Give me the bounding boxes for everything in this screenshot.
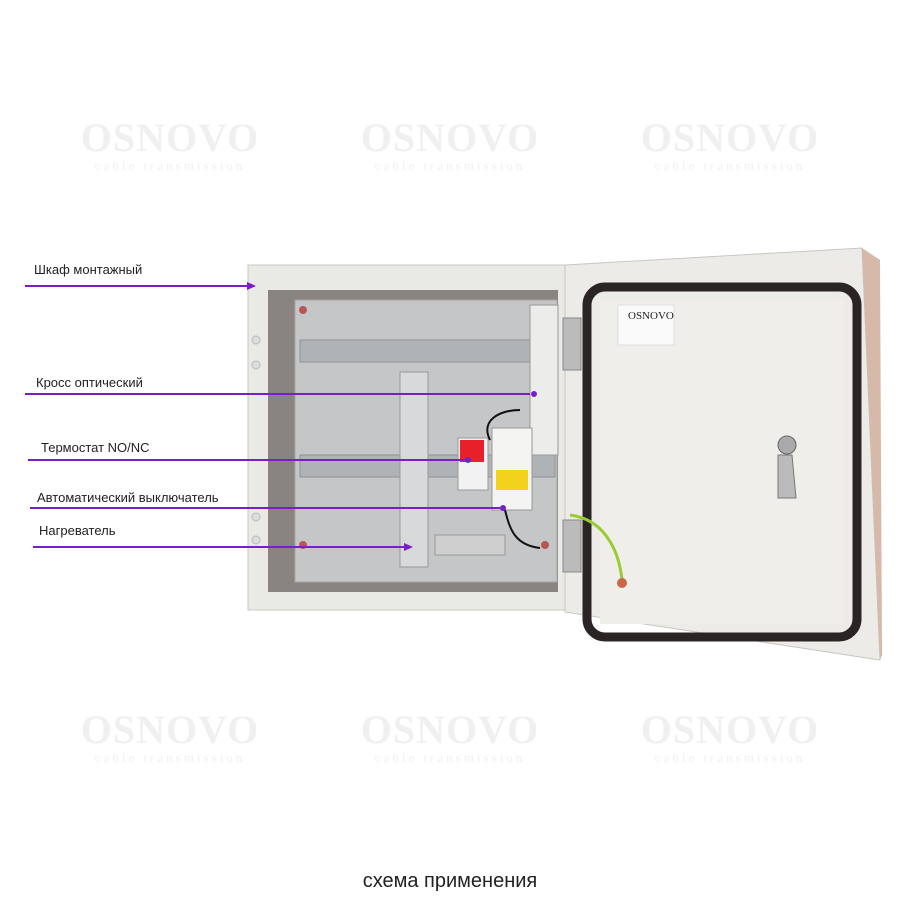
label-cabinet: Шкаф монтажный	[34, 262, 143, 277]
door-label	[617, 304, 675, 346]
circuit-breaker	[491, 427, 533, 511]
ground-wire	[569, 513, 624, 581]
heater	[399, 371, 429, 568]
label-circuit-breaker: Автоматический выключатель	[37, 490, 219, 505]
caption: схема применения	[362, 870, 538, 892]
lock	[777, 435, 797, 455]
pointer-lines	[25, 282, 537, 551]
label-optical-cross: Кросс оптический	[36, 375, 143, 390]
din-rail	[299, 339, 556, 363]
door-label-brand: OSNOVO	[628, 310, 674, 322]
optical-cross	[529, 304, 559, 456]
label-heater: Нагреватель	[39, 523, 116, 538]
door-gasket	[582, 282, 862, 642]
hinge	[562, 317, 582, 371]
hinge	[562, 519, 582, 573]
label-thermostat: Термостат NO/NC	[41, 440, 150, 455]
